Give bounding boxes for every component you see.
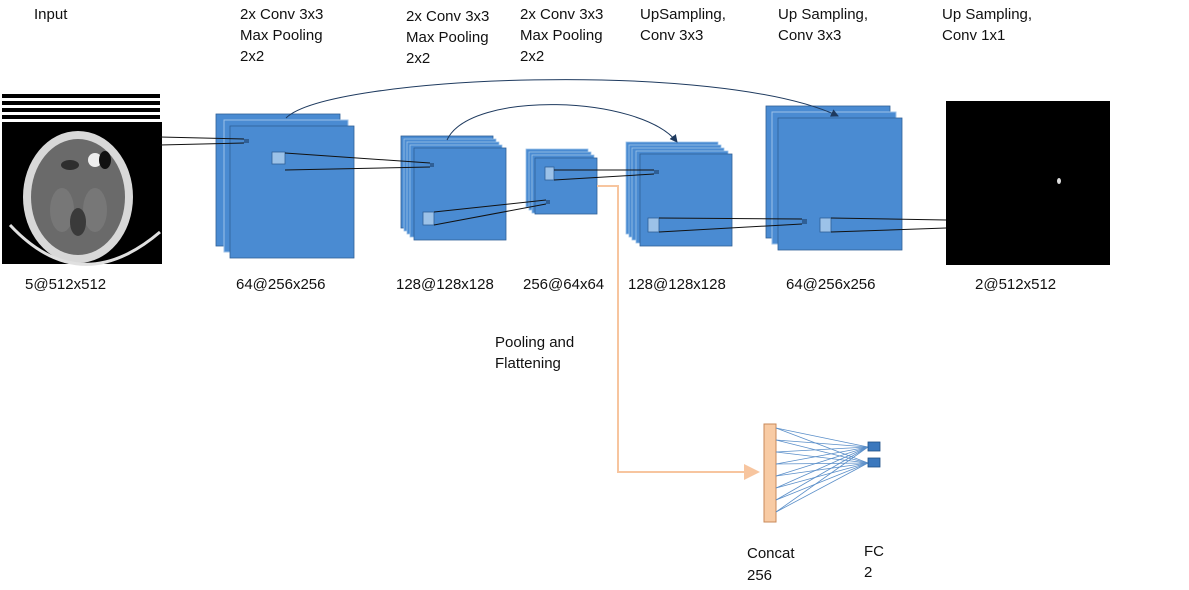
input-slice-bar xyxy=(2,94,160,98)
kernel-patch xyxy=(271,151,286,165)
stage-label-line: Max Pooling xyxy=(240,27,323,44)
dim-label-dec2: 64@256x256 xyxy=(786,276,876,293)
fc-label-line: 2 xyxy=(864,564,873,581)
fc-connections xyxy=(775,427,869,513)
concat-label-line: Concat xyxy=(747,545,795,562)
stage-label-output: Up Sampling, Conv 1x1 xyxy=(942,4,1032,46)
decoder-block-128 xyxy=(625,141,733,247)
stage-label-line: 2x2 xyxy=(406,50,431,67)
stage-label-dec1: UpSampling, Conv 3x3 xyxy=(640,4,726,46)
feature-map xyxy=(229,125,355,259)
stage-label-line: Up Sampling, xyxy=(942,6,1033,23)
stage-label-line: Conv 3x3 xyxy=(640,27,704,44)
encoder-block-64 xyxy=(215,113,355,259)
decoder-block-64 xyxy=(765,105,903,251)
concat-label-line: 256 xyxy=(747,567,773,584)
feature-map xyxy=(777,117,903,251)
projection-lines xyxy=(159,136,947,233)
concat-layer xyxy=(763,423,777,523)
stage-label-line: 2x2 xyxy=(240,48,265,65)
stage-label-line: UpSampling, xyxy=(640,6,726,23)
feature-map xyxy=(534,157,598,215)
input-stack xyxy=(2,94,162,266)
kernel-patch xyxy=(430,163,434,167)
feature-map xyxy=(413,147,507,241)
ct-brain-scan-icon xyxy=(2,122,162,266)
classification-branch xyxy=(597,185,881,523)
input-slice-bar xyxy=(2,108,160,112)
branch-label-line: Pooling and xyxy=(495,334,575,351)
stage-label-line: 2x2 xyxy=(520,48,545,65)
dim-label-enc1: 64@256x256 xyxy=(236,276,326,293)
stage-label-line: Conv 1x1 xyxy=(942,27,1006,44)
kernel-patch xyxy=(654,170,659,174)
stage-label-enc2: 2x Conv 3x3 Max Pooling 2x2 xyxy=(406,6,489,69)
stage-label-line: Max Pooling xyxy=(520,27,603,44)
stage-label-enc3: 2x Conv 3x3 Max Pooling 2x2 xyxy=(520,4,603,67)
dim-label-enc2: 128@128x128 xyxy=(396,276,494,293)
fc-label: FC 2 xyxy=(864,541,884,583)
fc-unit xyxy=(867,457,881,468)
kernel-patch xyxy=(647,217,660,233)
skip-connection-128 xyxy=(446,104,678,143)
input-slice-bar xyxy=(2,115,160,119)
stage-label-line: Max Pooling xyxy=(406,29,489,46)
dim-label-enc3: 256@64x64 xyxy=(523,276,605,293)
skip-connections xyxy=(285,79,839,143)
fc-label-line: FC xyxy=(864,543,884,560)
kernel-patch xyxy=(244,139,249,143)
kernel-patch xyxy=(802,219,807,224)
kernel-patch xyxy=(544,166,555,181)
kernel-patch xyxy=(546,200,550,204)
concat-label: Concat 256 xyxy=(747,543,795,587)
stage-label-input: Input xyxy=(34,4,67,25)
dim-label-output: 2@512x512 xyxy=(975,276,1057,293)
branch-label: Pooling and Flattening xyxy=(495,332,574,374)
dim-label-input: 5@512x512 xyxy=(25,276,107,293)
kernel-patch xyxy=(819,217,832,233)
stage-label-line: Input xyxy=(34,6,68,23)
stage-label-line: Conv 3x3 xyxy=(778,27,842,44)
stage-label-dec2: Up Sampling, Conv 3x3 xyxy=(778,4,868,46)
encoder-block-128 xyxy=(400,135,507,241)
dim-label-dec1: 128@128x128 xyxy=(628,276,726,293)
stage-label-line: 2x Conv 3x3 xyxy=(520,6,604,23)
fc-unit xyxy=(867,441,881,452)
branch-arrow xyxy=(597,185,760,480)
stage-label-line: 2x Conv 3x3 xyxy=(406,8,490,25)
stage-label-line: Up Sampling, xyxy=(778,6,869,23)
encoder-block-256 xyxy=(525,148,598,215)
stage-label-line: 2x Conv 3x3 xyxy=(240,6,324,23)
stage-label-enc1: 2x Conv 3x3 Max Pooling 2x2 xyxy=(240,4,323,67)
segmentation-mask-icon xyxy=(946,101,1110,265)
branch-label-line: Flattening xyxy=(495,355,561,372)
kernel-patch xyxy=(422,211,435,226)
input-slice-bar xyxy=(2,101,160,105)
skip-connection-64 xyxy=(285,79,839,119)
